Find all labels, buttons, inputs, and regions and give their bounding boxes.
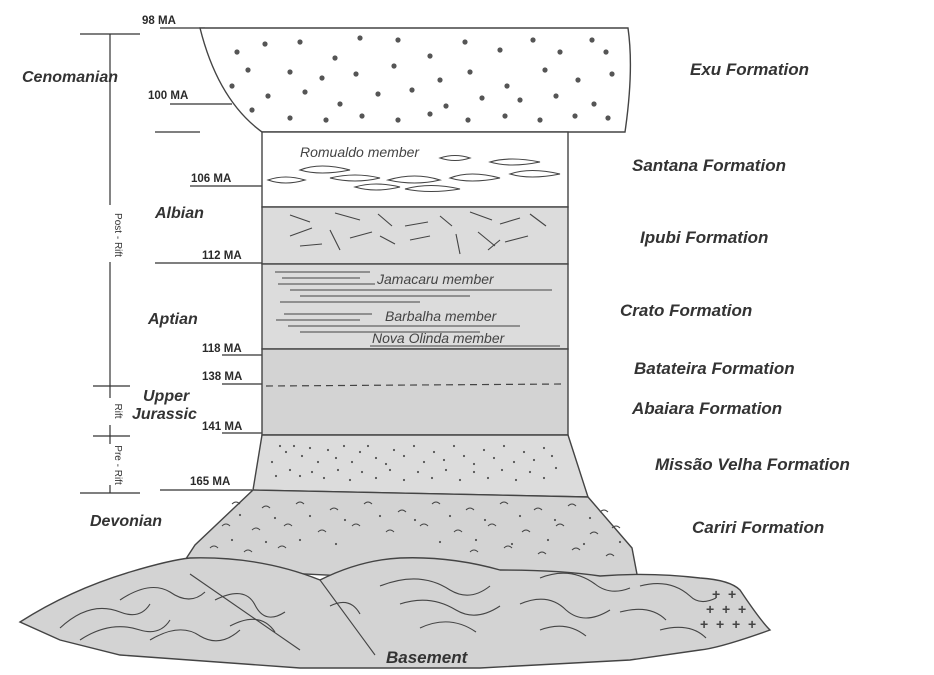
svg-text:+: + bbox=[732, 616, 740, 632]
svg-text:+: + bbox=[716, 616, 724, 632]
age-118: 118 MA bbox=[202, 343, 242, 355]
stage-devonian: Devonian bbox=[90, 513, 162, 530]
age-98: 98 MA bbox=[142, 15, 176, 27]
age-106: 106 MA bbox=[191, 173, 231, 185]
stage-albian: Albian bbox=[154, 205, 204, 222]
svg-text:+: + bbox=[712, 586, 720, 602]
stage-cenomanian: Cenomanian bbox=[22, 69, 118, 86]
formation-exu: Exu Formation bbox=[690, 60, 809, 79]
member-jamacaru: Jamacaru member bbox=[376, 271, 495, 287]
svg-text:+: + bbox=[738, 601, 746, 617]
formation-batateira: Batateira Formation bbox=[634, 359, 795, 378]
layer-batateira-abaiara bbox=[262, 349, 568, 435]
svg-text:+: + bbox=[700, 616, 708, 632]
phase-axis bbox=[80, 34, 140, 493]
formation-santana: Santana Formation bbox=[632, 156, 786, 175]
member-nova-olinda: Nova Olinda member bbox=[372, 330, 506, 346]
layer-missao-velha bbox=[253, 435, 588, 497]
formation-missao-velha: Missão Velha Formation bbox=[655, 455, 850, 474]
svg-text:+: + bbox=[748, 616, 756, 632]
stage-upper: Upper bbox=[143, 388, 190, 405]
svg-text:+: + bbox=[722, 601, 730, 617]
member-barbalha: Barbalha member bbox=[385, 308, 498, 324]
svg-text:+: + bbox=[728, 586, 736, 602]
layer-ipubi bbox=[262, 207, 568, 264]
age-112: 112 MA bbox=[202, 250, 242, 262]
age-138: 138 MA bbox=[202, 371, 242, 383]
stage-jurassic: Jurassic bbox=[132, 406, 197, 423]
age-100: 100 MA bbox=[148, 90, 188, 102]
formation-crato: Crato Formation bbox=[620, 301, 752, 320]
formation-ipubi: Ipubi Formation bbox=[640, 228, 768, 247]
age-165: 165 MA bbox=[190, 476, 230, 488]
phase-pre-rift: Pre - Rift bbox=[112, 445, 123, 485]
stage-aptian: Aptian bbox=[147, 311, 198, 328]
formation-cariri: Cariri Formation bbox=[692, 518, 824, 537]
basement-label: Basement bbox=[386, 648, 469, 667]
phase-rift: Rift bbox=[112, 404, 123, 419]
formation-abaiara: Abaiara Formation bbox=[631, 399, 782, 418]
phase-post-rift: Post - Rift bbox=[112, 213, 123, 257]
age-141: 141 MA bbox=[202, 421, 242, 433]
member-romualdo: Romualdo member bbox=[300, 144, 420, 160]
svg-text:+: + bbox=[706, 601, 714, 617]
